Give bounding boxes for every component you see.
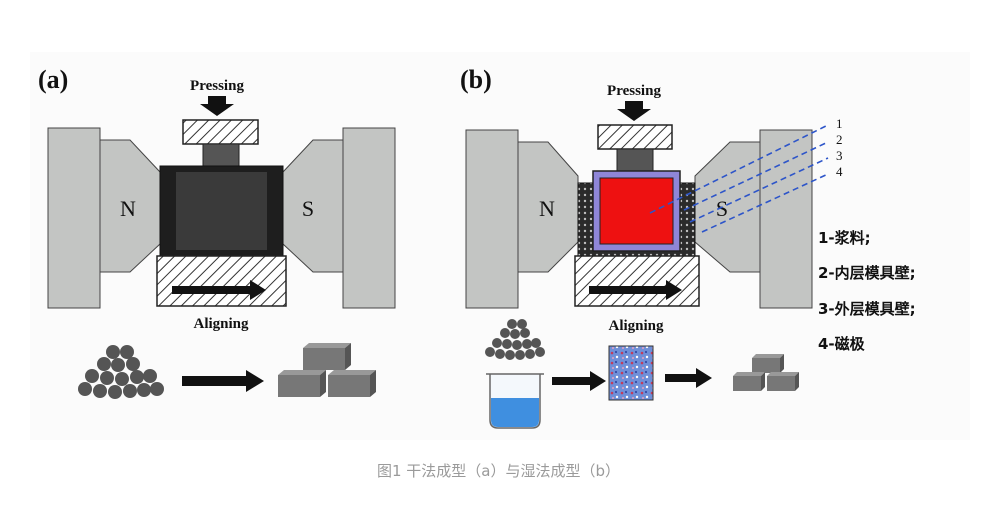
powder-b bbox=[485, 319, 545, 360]
legend-item-2: 2-内层模具壁; bbox=[818, 264, 916, 282]
legend-item-3: 3-外层模具壁; bbox=[818, 300, 916, 318]
base-b bbox=[574, 255, 700, 307]
slurry bbox=[599, 177, 674, 245]
panel-a-label: (a) bbox=[38, 65, 68, 94]
process-arrow-a bbox=[182, 370, 264, 392]
base-a bbox=[156, 255, 287, 307]
pole-s-label-b: S bbox=[716, 196, 728, 221]
leader-lines bbox=[649, 124, 829, 233]
punch-stem-b bbox=[616, 148, 654, 172]
pole-s-label-a: S bbox=[302, 196, 314, 221]
pole-n-label-b: N bbox=[539, 196, 555, 221]
punch-head-a bbox=[182, 119, 259, 145]
marker-1: 1 bbox=[836, 116, 843, 131]
aligning-arrow-b bbox=[589, 280, 682, 300]
pole-n-label-a: N bbox=[120, 196, 136, 221]
aligning-arrow-a bbox=[172, 280, 266, 300]
yoke-left-b bbox=[465, 129, 519, 309]
panel-b-label: (b) bbox=[460, 65, 492, 94]
legend: 1-浆料; 2-内层模具壁; 3-外层模具壁; 4-磁极 bbox=[818, 229, 916, 353]
legend-item-1: 1-浆料; bbox=[818, 229, 871, 247]
magnet-blocks-a bbox=[278, 343, 376, 397]
aligning-label-a: Aligning bbox=[193, 316, 249, 332]
legend-item-4: 4-磁极 bbox=[818, 335, 866, 353]
magnet-blocks-b bbox=[733, 354, 799, 391]
yoke-left-a bbox=[47, 127, 101, 309]
panel-b: (b) Pressing N S Aligning 1 2 3 bbox=[460, 65, 916, 429]
beaker-icon bbox=[486, 373, 544, 429]
pressing-label-a: Pressing bbox=[190, 78, 244, 94]
leader-markers: 1 2 3 4 bbox=[836, 116, 843, 179]
marker-4: 4 bbox=[836, 164, 843, 179]
punch-head-b bbox=[597, 124, 673, 150]
process-arrow-b1 bbox=[552, 371, 606, 391]
pressing-arrow-b bbox=[617, 101, 651, 121]
figure-caption: 图1 干法成型（a）与湿法成型（b） bbox=[376, 462, 621, 480]
die-cavity-a bbox=[176, 172, 267, 250]
punch-stem-a bbox=[202, 143, 240, 167]
pressing-arrow-a bbox=[200, 96, 234, 116]
process-arrow-b2 bbox=[665, 368, 712, 388]
panel-a: (a) Pressing N S Aligning bbox=[38, 65, 396, 399]
slurry-sample-icon bbox=[608, 345, 654, 401]
pressing-label-b: Pressing bbox=[607, 83, 661, 99]
marker-3: 3 bbox=[836, 148, 843, 163]
powder-a bbox=[78, 345, 164, 399]
marker-2: 2 bbox=[836, 132, 843, 147]
yoke-right-b bbox=[759, 129, 813, 309]
aligning-label-b: Aligning bbox=[608, 318, 664, 334]
yoke-right-a bbox=[342, 127, 396, 309]
